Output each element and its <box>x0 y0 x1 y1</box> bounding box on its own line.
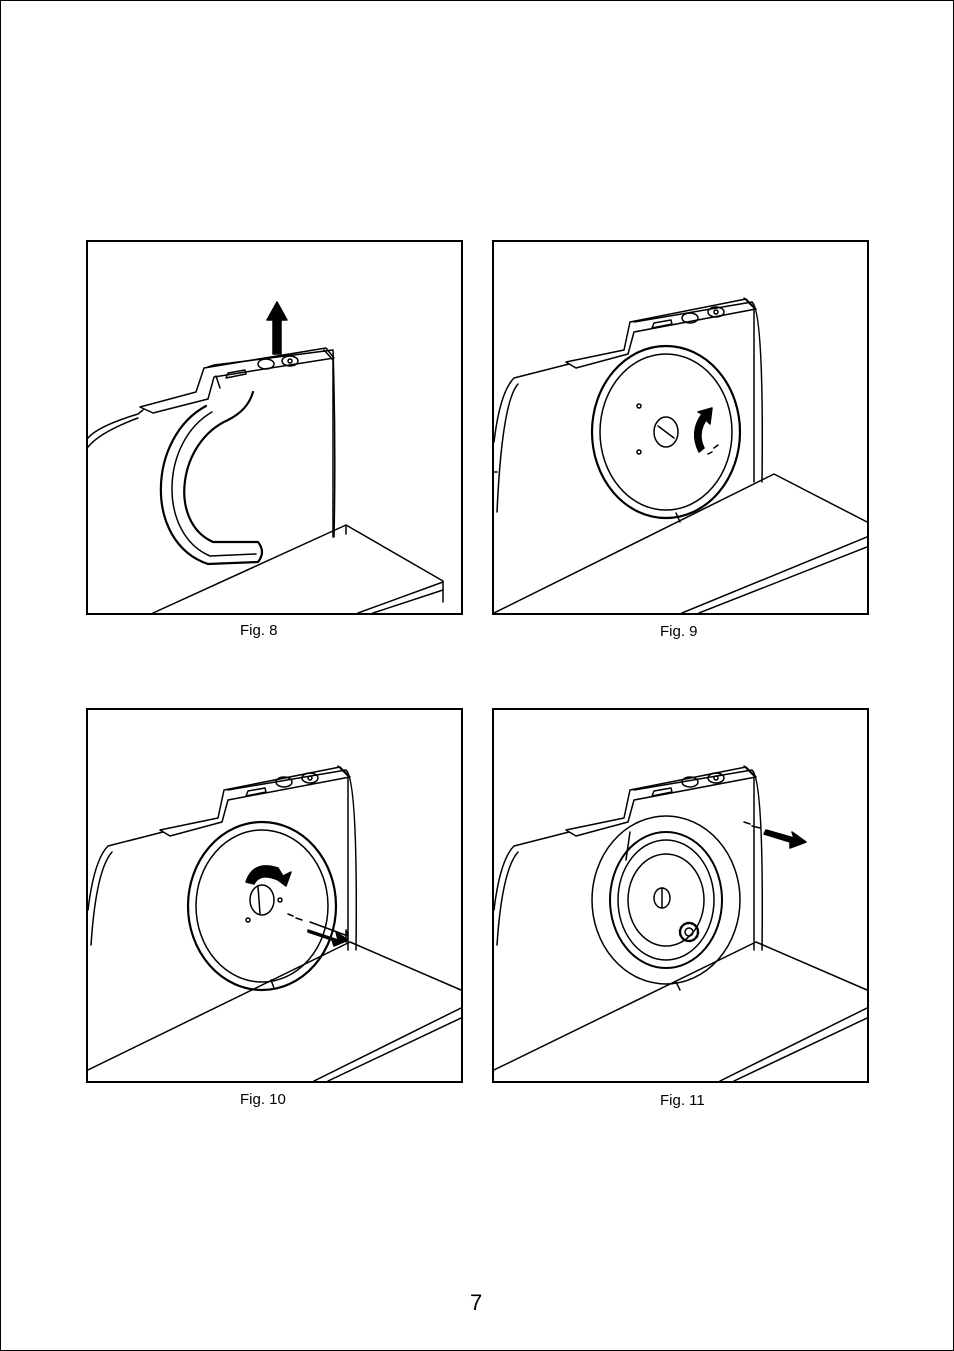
figure-11-illustration <box>494 710 867 1081</box>
figure-10-illustration <box>88 710 461 1081</box>
figure-8-caption: Fig. 8 <box>240 622 278 639</box>
arrow-up-icon <box>267 302 287 354</box>
figure-8-panel <box>86 240 463 615</box>
figure-9-illustration <box>494 242 867 613</box>
figure-11-panel <box>492 708 869 1083</box>
figure-9-panel <box>492 240 869 615</box>
figure-11-caption: Fig. 11 <box>660 1092 705 1109</box>
figure-10-caption: Fig. 10 <box>240 1091 286 1108</box>
figure-8-illustration <box>88 242 461 613</box>
gear-icon <box>680 923 698 941</box>
figure-9-caption: Fig. 9 <box>660 623 698 640</box>
figure-10-panel <box>86 708 463 1083</box>
page-number: 7 <box>470 1290 482 1316</box>
rotate-arrow-icon <box>695 408 718 454</box>
